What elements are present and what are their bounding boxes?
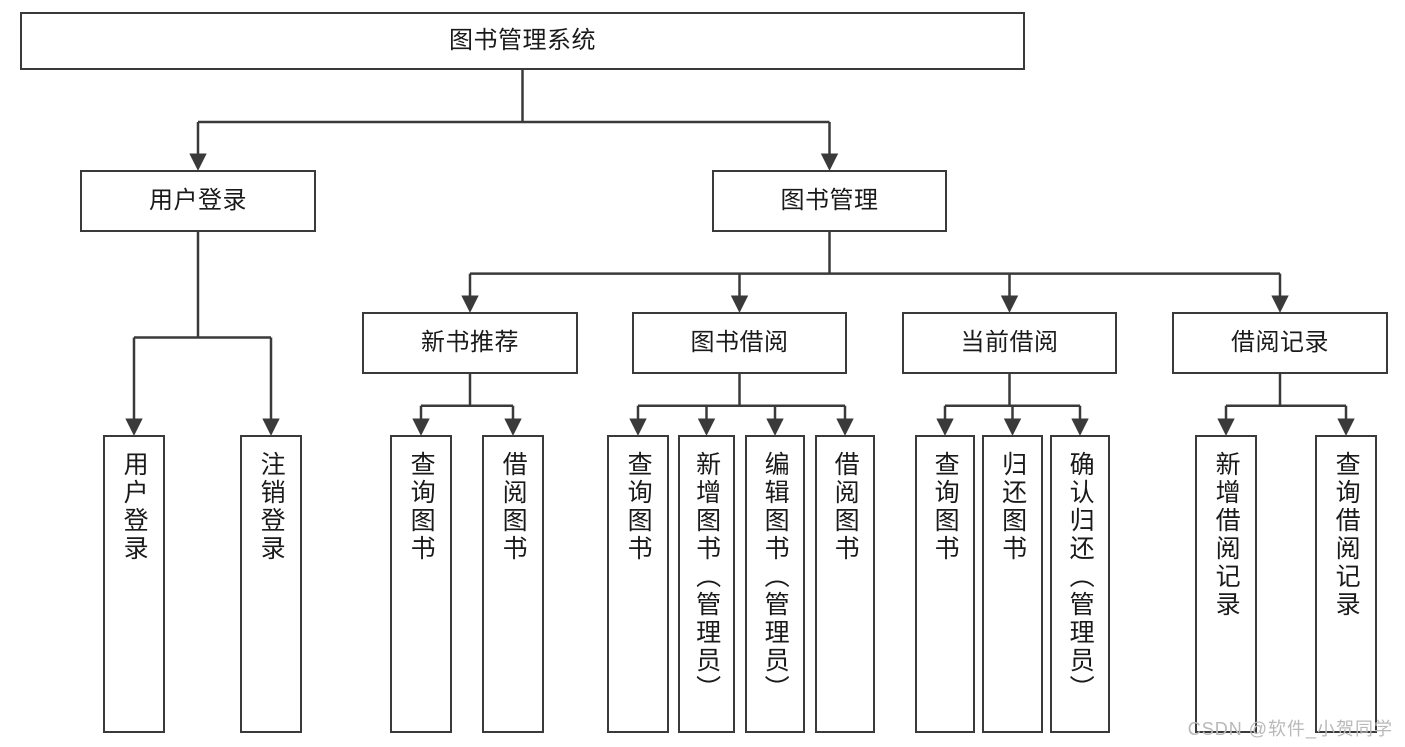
node-label: 注销登录 (257, 451, 286, 563)
node-label: 新增借阅记录 (1212, 451, 1241, 619)
node-newrec[interactable]: 新书推荐 (362, 312, 578, 374)
node-label: 借阅图书 (499, 451, 528, 563)
node-label: 查询图书 (931, 451, 960, 563)
node-l-creturn[interactable]: 归还图书 (982, 435, 1043, 733)
node-label: 查询图书 (624, 451, 653, 563)
node-label: 借阅记录 (1231, 329, 1329, 356)
node-l-login[interactable]: 用户登录 (103, 435, 165, 733)
watermark-text: CSDN @软件_小贺同学 (1187, 719, 1393, 739)
node-label: 确认归还（管理员） (1066, 451, 1095, 703)
node-l-newq[interactable]: 查询图书 (390, 435, 452, 733)
node-l-bq[interactable]: 查询图书 (607, 435, 669, 733)
node-l-bborrow[interactable]: 借阅图书 (815, 435, 875, 733)
node-label: 新书推荐 (421, 329, 519, 356)
node-label: 图书管理系统 (449, 27, 596, 54)
node-records[interactable]: 借阅记录 (1172, 312, 1388, 374)
node-l-bedit[interactable]: 编辑图书（管理员） (745, 435, 805, 733)
node-root[interactable]: 图书管理系统 (20, 12, 1025, 70)
node-l-logout[interactable]: 注销登录 (240, 435, 302, 733)
node-borrow[interactable]: 图书借阅 (632, 312, 847, 374)
node-label: 查询借阅记录 (1332, 451, 1361, 619)
node-bookmgmt[interactable]: 图书管理 (712, 170, 947, 232)
node-l-radd[interactable]: 新增借阅记录 (1195, 435, 1257, 733)
node-l-badd[interactable]: 新增图书（管理员） (678, 435, 735, 733)
node-l-rquery[interactable]: 查询借阅记录 (1315, 435, 1377, 733)
node-l-newb[interactable]: 借阅图书 (482, 435, 544, 733)
node-label: 归还图书 (998, 451, 1027, 563)
node-label: 用户登录 (149, 187, 247, 214)
node-current[interactable]: 当前借阅 (902, 312, 1117, 374)
node-label: 新增图书（管理员） (692, 451, 721, 703)
node-label: 当前借阅 (960, 329, 1059, 356)
node-label: 借阅图书 (831, 451, 860, 563)
node-label: 查询图书 (407, 451, 436, 563)
node-l-cconfirm[interactable]: 确认归还（管理员） (1050, 435, 1110, 733)
node-l-cq[interactable]: 查询图书 (915, 435, 975, 733)
node-label: 图书借阅 (690, 329, 789, 356)
node-login[interactable]: 用户登录 (80, 170, 316, 232)
node-label: 编辑图书（管理员） (761, 451, 790, 703)
node-label: 图书管理 (780, 187, 879, 214)
node-label: 用户登录 (120, 451, 149, 563)
